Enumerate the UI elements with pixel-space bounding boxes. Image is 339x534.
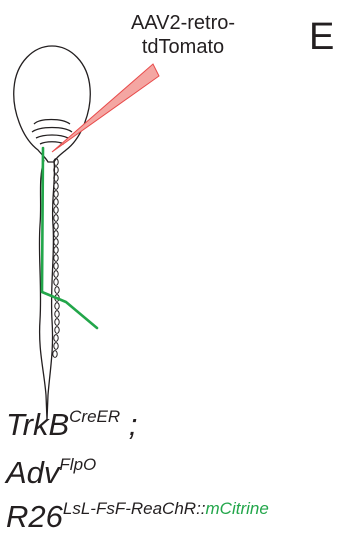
drg-chain-icon: [53, 159, 59, 358]
genotype-adv-allele: FlpO: [59, 455, 96, 474]
injection-label-line2: tdTomato: [118, 35, 248, 59]
genotype-r26-allele: LsL-FsF-ReaChR::: [63, 499, 206, 518]
genotype-reporter: mCitrine: [206, 499, 269, 518]
genotype-adv: Adv: [6, 455, 59, 490]
genotype-trkb-allele: CreER: [69, 407, 120, 426]
mouse-brain-outline-icon: [14, 46, 91, 162]
genotype-line-3: R26LsL-FsF-ReaChR::mCitrine: [6, 492, 269, 534]
genotype-r26: R26: [6, 499, 63, 534]
panel-label: E: [309, 18, 334, 56]
genotype-line-2: AdvFlpO: [6, 448, 96, 490]
genotype-separator: ;: [120, 407, 137, 442]
neuron-projection-icon: [42, 148, 97, 328]
genotype-line-1: TrkBCreER ;: [6, 400, 137, 442]
injection-label-line1: AAV2-retro-: [118, 11, 248, 35]
genotype-trkb: TrkB: [6, 407, 69, 442]
